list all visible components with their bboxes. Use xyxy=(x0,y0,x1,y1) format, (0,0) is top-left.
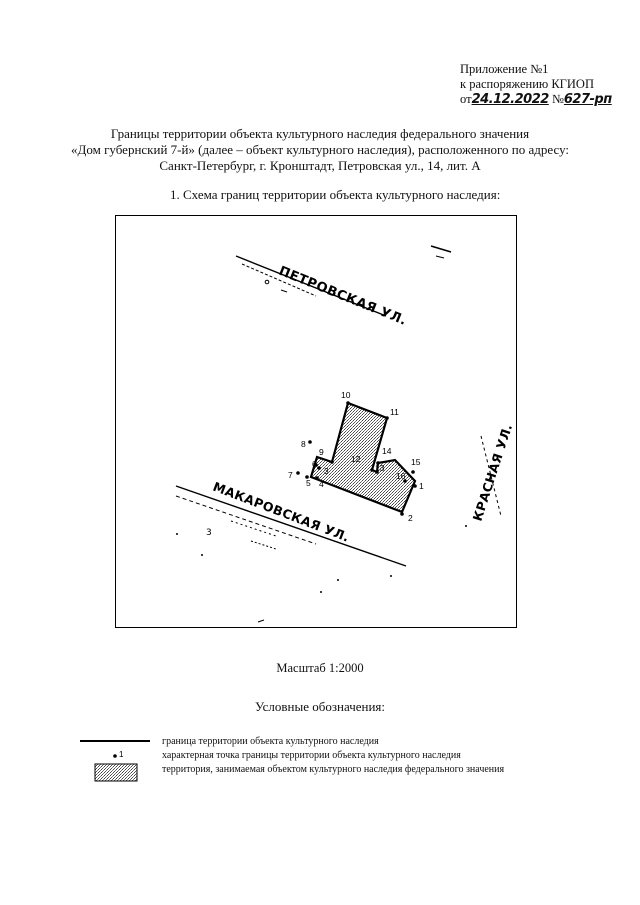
appendix-date-line: от24.12.2022 №627-рп xyxy=(460,92,612,107)
legend-label: территория, занимаемая объектом культурн… xyxy=(162,764,505,775)
boundary-point xyxy=(308,440,312,444)
point-label: 4 xyxy=(319,479,324,489)
point-label: 12 xyxy=(351,454,361,464)
makarovskaya-street: МАКАРОВСКАЯ УЛ. 3 xyxy=(175,479,467,623)
map-noise-text: 3 xyxy=(206,528,212,538)
boundary-line-symbol xyxy=(80,740,150,742)
point-label: 9 xyxy=(319,447,324,457)
legend-label: граница территории объекта культурного н… xyxy=(162,736,379,747)
boundary-point xyxy=(314,463,318,467)
appendix-block: Приложение №1 к распоряжению КГИОП от24.… xyxy=(460,62,612,107)
street-label-krasnaya: КРАСНАЯ УЛ. xyxy=(470,422,516,523)
legend-label: характерная точка границы территории объ… xyxy=(162,750,461,761)
point-label: 14 xyxy=(382,446,392,456)
legend-title: Условные обозначения: xyxy=(254,699,386,714)
boundary-point xyxy=(375,470,379,474)
boundary-point xyxy=(403,479,407,483)
point-label: 5 xyxy=(306,478,311,488)
boundary-map: ПЕТРОВСКАЯ УЛ. МАКАРОВСКАЯ УЛ. 3 xyxy=(115,215,517,628)
street-edge-line xyxy=(241,263,317,297)
point-label: 8 xyxy=(301,439,306,449)
point-label: 11 xyxy=(390,407,399,417)
point-label: 6 xyxy=(312,459,317,469)
point-label: 13 xyxy=(375,463,385,473)
boundary-point xyxy=(305,475,309,479)
point-label: 10 xyxy=(341,390,351,400)
street-label-makarovskaya: МАКАРОВСКАЯ УЛ. xyxy=(211,479,352,545)
document-title: Границы территории объекта культурного н… xyxy=(60,126,580,174)
boundary-point xyxy=(315,476,319,480)
point-label: 7 xyxy=(288,470,293,480)
boundary-point xyxy=(385,416,389,420)
map-noise-marks xyxy=(430,245,452,259)
hatch-area-symbol xyxy=(94,763,138,782)
point-label: 15 xyxy=(411,457,421,467)
legend-point-label: 1 xyxy=(119,750,124,759)
street-edge-line xyxy=(175,485,407,567)
street-edge-line xyxy=(480,435,502,517)
title-line3: Санкт-Петербург, г. Кронштадт, Петровска… xyxy=(159,158,481,173)
number-prefix: № xyxy=(551,92,564,106)
map-svg: ПЕТРОВСКАЯ УЛ. МАКАРОВСКАЯ УЛ. 3 xyxy=(175,245,516,623)
appendix-line1: Приложение №1 xyxy=(460,62,549,76)
map-dot xyxy=(264,279,270,285)
boundary-point-symbol: 1 xyxy=(113,750,124,759)
boundary-point xyxy=(400,512,404,516)
title-line2: «Дом губернский 7-й» (далее – объект кул… xyxy=(70,142,570,157)
boundary-point xyxy=(296,471,300,475)
date-value: 24.12.2022 xyxy=(471,92,550,107)
characteristic-points: 1 2 3 4 5 6 7 8 9 10 11 12 13 1 xyxy=(288,390,424,523)
petrovskaya-street: ПЕТРОВСКАЯ УЛ. xyxy=(235,255,409,329)
street-label-petrovskaya: ПЕТРОВСКАЯ УЛ. xyxy=(277,264,409,329)
krasnaya-street: КРАСНАЯ УЛ. xyxy=(470,422,516,523)
point-label: 1 xyxy=(419,481,424,491)
title-line1: Границы территории объекта культурного н… xyxy=(110,126,530,141)
street-edge-line xyxy=(235,255,387,317)
point-label: 2 xyxy=(408,513,413,523)
boundary-point xyxy=(330,460,334,464)
boundary-point xyxy=(346,401,350,405)
appendix-line2: к распоряжению КГИОП xyxy=(460,77,594,91)
boundary-point xyxy=(411,470,415,474)
street-edge-line xyxy=(175,495,317,545)
boundary-point xyxy=(376,461,380,465)
map-tick xyxy=(280,289,288,293)
number-value: 627-рп xyxy=(563,92,612,107)
section-heading: 1. Схема границ территории объекта культ… xyxy=(170,187,501,202)
object-territory xyxy=(309,401,417,514)
date-prefix: от xyxy=(460,92,472,106)
map-scale: Масштаб 1:2000 xyxy=(276,661,364,675)
boundary-point xyxy=(413,484,417,488)
point-label: 16 xyxy=(396,471,406,481)
boundary-point xyxy=(317,466,321,470)
boundary-point xyxy=(370,468,374,472)
point-label: 3 xyxy=(324,466,329,476)
territory-polygon xyxy=(309,401,417,514)
